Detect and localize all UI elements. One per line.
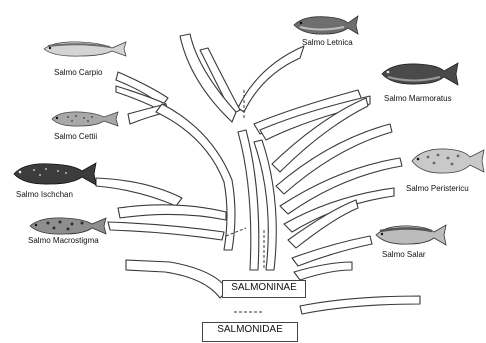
branch-upper-center bbox=[180, 34, 236, 122]
species-label-salmo-peristericu: Salmo Peristericu bbox=[406, 184, 469, 194]
species-label-salmo-ischchan: Salmo Ischchan bbox=[16, 190, 73, 200]
salmo-cettii-fish-illustration bbox=[48, 108, 120, 130]
branch-ischchan-2 bbox=[118, 205, 226, 220]
salmo-marmoratus-fish-illustration bbox=[378, 60, 460, 88]
salmo-peristericu-fish-illustration bbox=[408, 144, 486, 178]
branch-macrostigma bbox=[108, 222, 224, 240]
salmo-letnica-fish-illustration bbox=[290, 12, 360, 38]
species-label-salmo-macrostigma: Salmo Macrostigma bbox=[28, 236, 99, 246]
family-node-label: SALMONIDAE bbox=[217, 324, 283, 335]
branch-base-left bbox=[126, 260, 228, 298]
subfamily-node-box: SALMONINAE bbox=[222, 280, 306, 298]
stem-center bbox=[238, 130, 259, 270]
salmo-carpio-fish-illustration bbox=[40, 38, 130, 60]
branch-letnica bbox=[238, 46, 304, 112]
species-label-salmo-cettii: Salmo Cettii bbox=[54, 132, 97, 142]
salmo-macrostigma-fish-illustration bbox=[26, 214, 108, 238]
salmo-salar-fish-illustration bbox=[372, 222, 448, 248]
species-label-salmo-carpio: Salmo Carpio bbox=[54, 68, 102, 78]
subfamily-node-label: SALMONINAE bbox=[231, 282, 297, 293]
species-label-salmo-salar: Salmo Salar bbox=[382, 250, 426, 260]
branch-ischchan bbox=[96, 178, 182, 206]
species-label-salmo-letnica: Salmo Letnica bbox=[302, 38, 353, 48]
family-node-box: SALMONIDAE bbox=[202, 322, 298, 342]
species-label-salmo-marmoratus: Salmo Marmoratus bbox=[384, 94, 452, 104]
salmo-ischchan-fish-illustration bbox=[10, 160, 98, 188]
branch-base-right bbox=[300, 296, 420, 314]
